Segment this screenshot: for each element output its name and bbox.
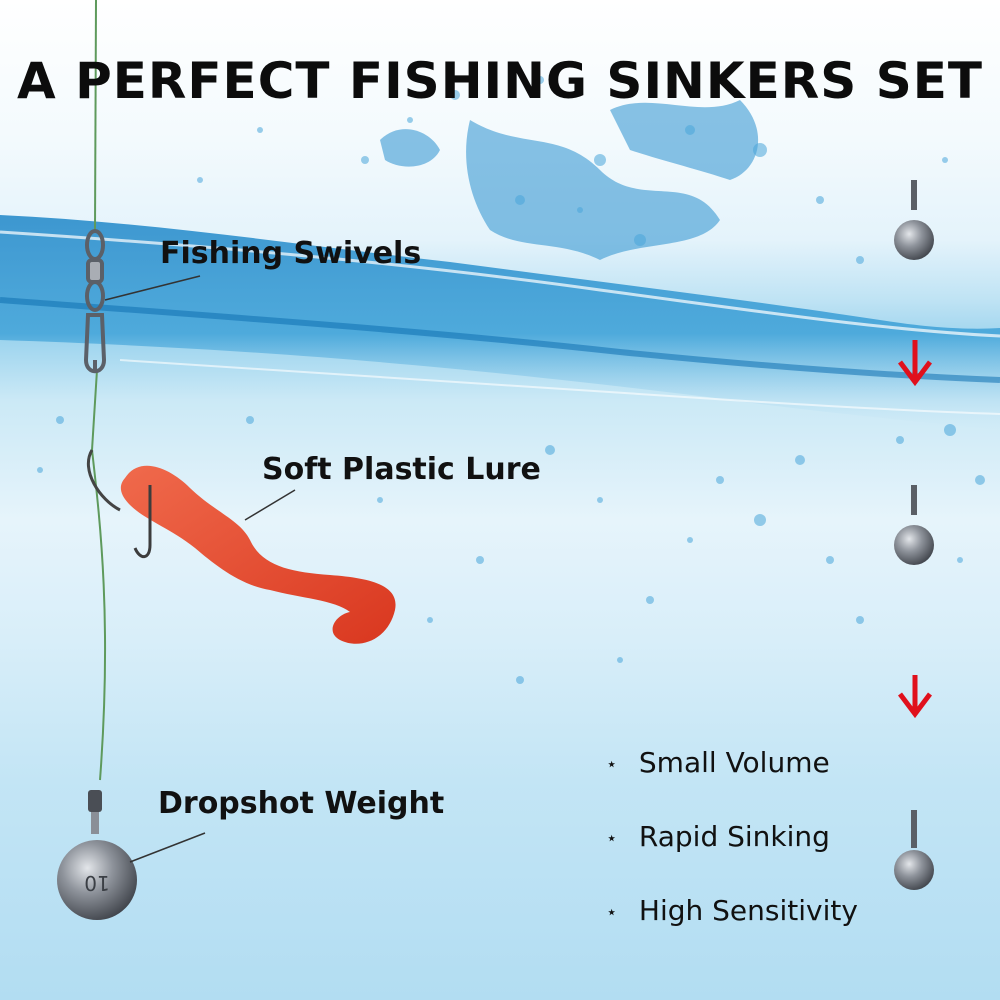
star-icon: ⋆ bbox=[606, 753, 618, 775]
water-droplets bbox=[37, 76, 985, 684]
label-fishing-swivels: Fishing Swivels bbox=[160, 236, 422, 271]
feature-text: Rapid Sinking bbox=[638, 820, 830, 853]
dropshot-weight-illustration: 10 bbox=[57, 790, 137, 920]
swivel-illustration bbox=[83, 229, 107, 374]
sinker-top bbox=[894, 180, 934, 260]
page-title: A PERFECT FISHING SINKERS SET bbox=[17, 52, 983, 110]
feature-text: High Sensitivity bbox=[638, 894, 858, 927]
soft-plastic-lure-illustration bbox=[86, 449, 396, 644]
fishing-line bbox=[91, 0, 107, 781]
sinker-sequence bbox=[894, 180, 934, 890]
label-soft-plastic-lure: Soft Plastic Lure bbox=[262, 452, 541, 487]
feature-item: ⋆ High Sensitivity bbox=[606, 894, 858, 927]
feature-item: ⋆ Small Volume bbox=[606, 746, 830, 779]
sinker-marking: 10 bbox=[84, 871, 109, 895]
callout-lines bbox=[104, 275, 296, 863]
star-icon: ⋆ bbox=[606, 901, 618, 923]
arrow-down-1 bbox=[898, 340, 932, 387]
water-splash bbox=[380, 100, 759, 260]
feature-item: ⋆ Rapid Sinking bbox=[606, 820, 830, 853]
arrow-down-2 bbox=[898, 675, 932, 719]
label-dropshot-weight: Dropshot Weight bbox=[158, 786, 445, 821]
water-surface bbox=[0, 215, 1000, 430]
sinker-bottom bbox=[894, 810, 934, 890]
feature-text: Small Volume bbox=[638, 746, 830, 779]
sinker-middle bbox=[894, 485, 934, 565]
star-icon: ⋆ bbox=[606, 827, 618, 849]
